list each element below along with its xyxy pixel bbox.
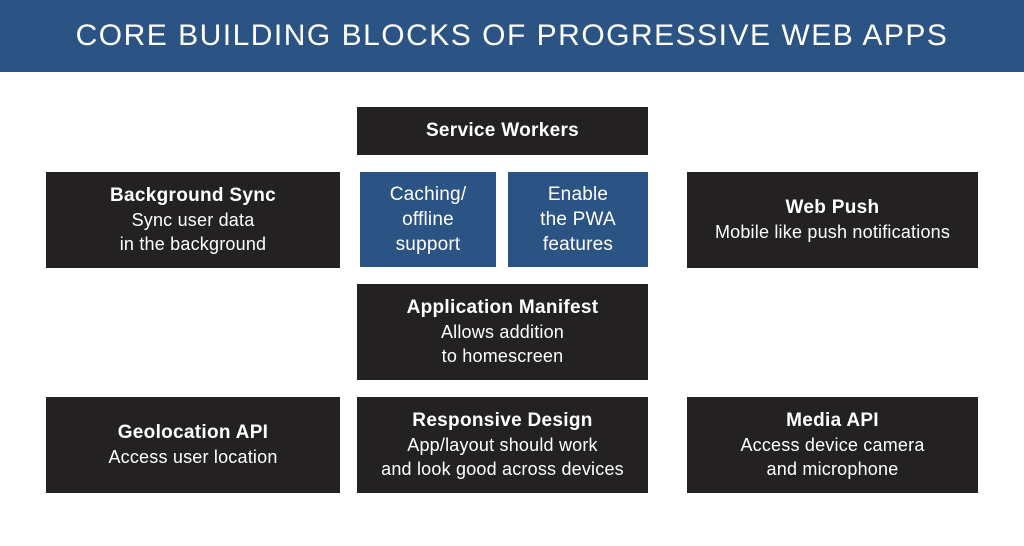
responsive-design-title: Responsive Design: [412, 410, 593, 431]
responsive-design-description-line: App/layout should work: [407, 435, 598, 455]
web-push-box: Web Push Mobile like push notifications: [687, 172, 978, 268]
responsive-design-box: Responsive Design App/layout should work…: [357, 397, 648, 493]
media-api-title: Media API: [786, 410, 879, 431]
application-manifest-description-line: Allows addition: [440, 322, 565, 342]
enable-pwa-line: features: [542, 234, 614, 255]
web-push-title: Web Push: [785, 197, 880, 218]
page-title: CORE BUILDING BLOCKS OF PROGRESSIVE WEB …: [75, 19, 949, 52]
media-api-description-line: and microphone: [766, 459, 899, 479]
enable-pwa-line: Enable: [547, 184, 609, 205]
caching-line: offline: [402, 209, 454, 230]
application-manifest-box: Application Manifest Allows addition to …: [357, 284, 648, 380]
enable-pwa-line: the PWA: [540, 209, 616, 230]
geolocation-api-description-line: Access user location: [108, 447, 278, 467]
service-workers-box: Service Workers: [357, 107, 648, 155]
background-sync-box: Background Sync Sync user data in the ba…: [46, 172, 340, 268]
background-sync-title: Background Sync: [109, 185, 277, 206]
header-banner: CORE BUILDING BLOCKS OF PROGRESSIVE WEB …: [0, 0, 1024, 72]
geolocation-api-title: Geolocation API: [117, 422, 269, 443]
enable-pwa-features-box: Enable the PWA features: [508, 172, 648, 267]
responsive-design-description-line: and look good across devices: [381, 459, 624, 479]
caching-line: support: [395, 234, 461, 255]
media-api-box: Media API Access device camera and micro…: [687, 397, 978, 493]
background-sync-description-line: in the background: [119, 234, 267, 254]
web-push-description-line: Mobile like push notifications: [714, 222, 951, 242]
application-manifest-title: Application Manifest: [406, 297, 599, 318]
media-api-description-line: Access device camera: [740, 435, 925, 455]
geolocation-api-box: Geolocation API Access user location: [46, 397, 340, 493]
caching-offline-support-box: Caching/ offline support: [360, 172, 496, 267]
caching-line: Caching/: [389, 184, 467, 205]
service-workers-title: Service Workers: [425, 120, 580, 141]
background-sync-description-line: Sync user data: [131, 210, 255, 230]
application-manifest-description-line: to homescreen: [441, 346, 564, 366]
